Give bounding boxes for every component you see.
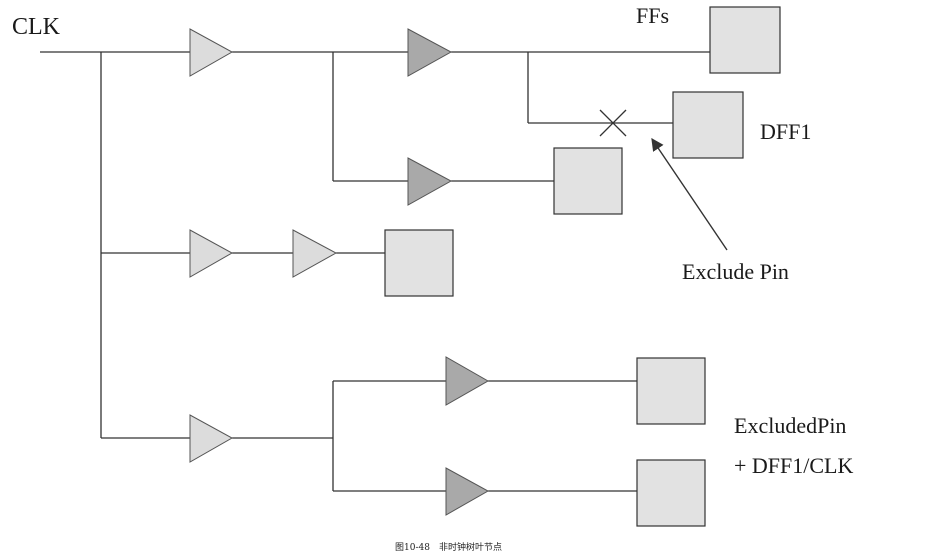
buffer-6 bbox=[189, 414, 234, 463]
buffer-7 bbox=[445, 356, 490, 406]
figure-caption: 图10-48 非时钟树叶节点 bbox=[395, 541, 502, 553]
ff-dff1 bbox=[672, 91, 744, 159]
dff1-label: DFF1 bbox=[760, 119, 811, 144]
exclude-pin-label: Exclude Pin bbox=[682, 259, 789, 284]
buffer-5 bbox=[292, 229, 338, 278]
ff-top bbox=[709, 6, 781, 74]
exclude-pin-arrow bbox=[651, 137, 728, 251]
buffers bbox=[189, 28, 490, 516]
excluded-note-line2: + DFF1/CLK bbox=[734, 453, 853, 478]
ff-middle bbox=[384, 229, 454, 297]
excluded-note-line1: ExcludedPin bbox=[734, 413, 846, 438]
ff-bottom-upper bbox=[636, 357, 706, 425]
ff-branch-a bbox=[553, 147, 623, 215]
ffs-label: FFs bbox=[636, 3, 669, 28]
ff-bottom-lower bbox=[636, 459, 706, 527]
buffer-3 bbox=[407, 157, 453, 206]
buffer-4 bbox=[189, 229, 234, 278]
clock-wires bbox=[40, 51, 710, 492]
buffer-1 bbox=[189, 28, 234, 77]
clk-label: CLK bbox=[12, 14, 61, 40]
buffer-2 bbox=[407, 28, 453, 77]
buffer-8 bbox=[445, 467, 490, 516]
exclude-cross-icon bbox=[599, 109, 627, 137]
flip-flops bbox=[384, 6, 781, 527]
